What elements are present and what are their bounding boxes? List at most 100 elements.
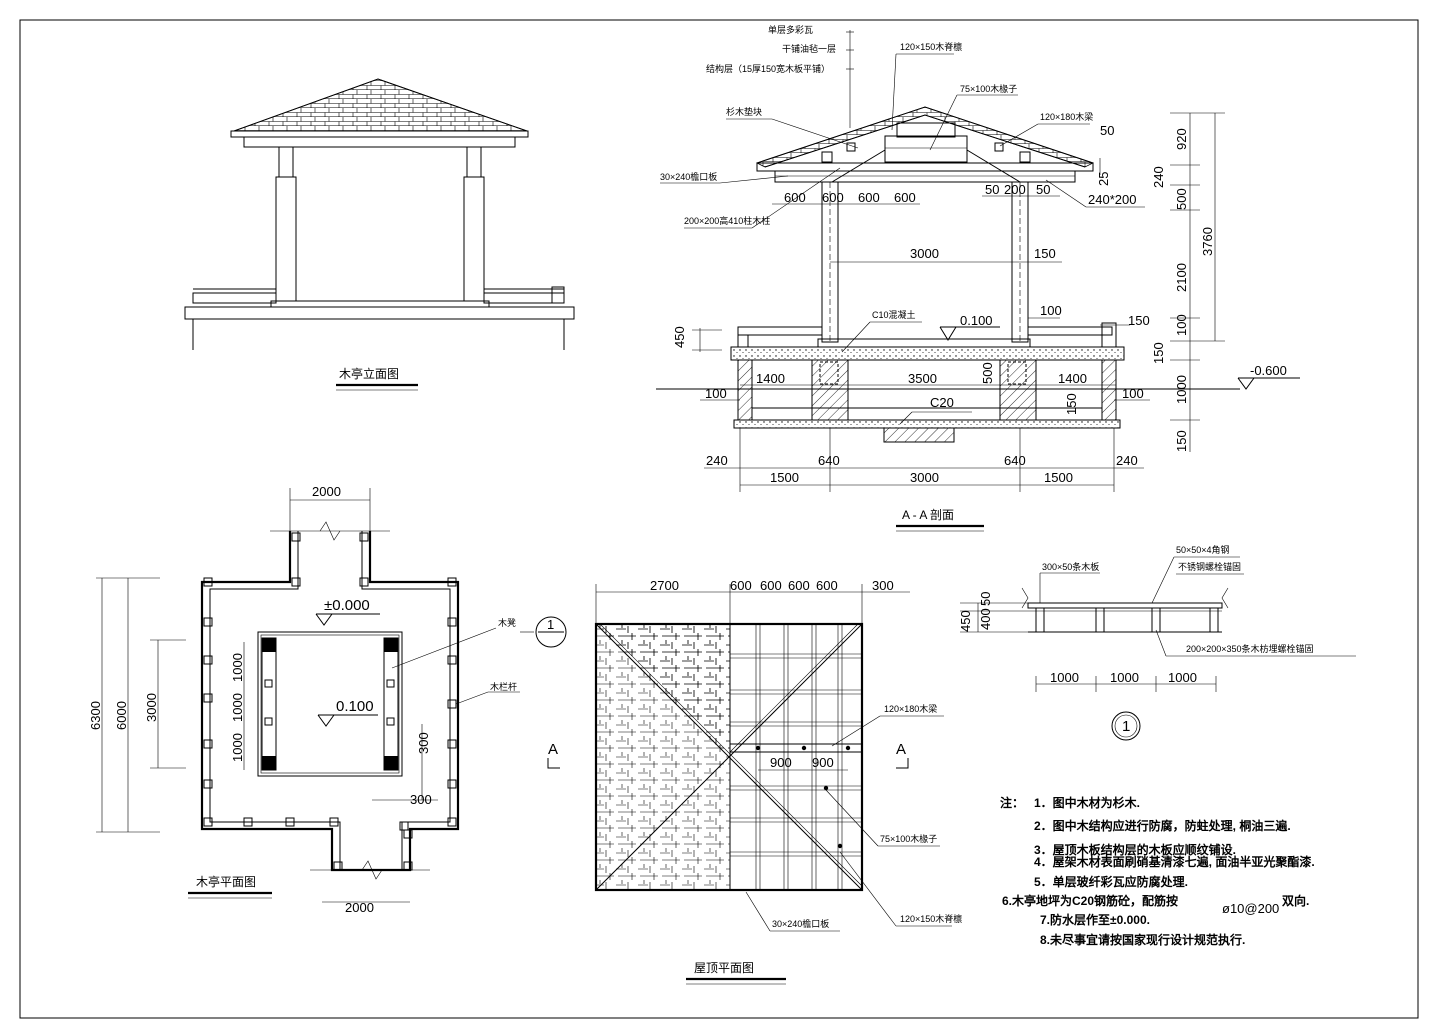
- note-6-tail: 双向.: [1282, 893, 1309, 908]
- general-notes: 注： 1．图中木材为杉木. 2．图中木结构应进行防腐，防蛀处理, 桐油三遍. 3…: [1000, 795, 1315, 947]
- roof-plan-label-beam: 120×180木梁: [884, 703, 937, 714]
- svg-text:920: 920: [1174, 128, 1189, 150]
- svg-text:50: 50: [978, 592, 993, 606]
- note-6-rebar: ø10@200: [1222, 901, 1279, 916]
- section-callout-ridge: 120×150木脊檩: [900, 41, 962, 52]
- section-dims-right: 920 240 500 2100 100 150 1000 150: [1151, 128, 1189, 452]
- svg-text:1000: 1000: [1110, 670, 1139, 685]
- svg-text:3500: 3500: [908, 371, 937, 386]
- svg-text:900: 900: [812, 755, 834, 770]
- svg-text:50: 50: [1036, 182, 1050, 197]
- svg-text:240: 240: [706, 453, 728, 468]
- elevation-post-right: [466, 146, 482, 178]
- svg-text:1: 1: [547, 617, 554, 632]
- note-2: 2．图中木结构应进行防腐，防蛀处理, 桐油三遍.: [1034, 818, 1291, 833]
- roof-plan-label-eave: 30×240檐口板: [772, 918, 829, 929]
- roof-plan-label-rafter: 75×100木椽子: [880, 833, 937, 844]
- detail-dims-left: 450 400 50: [958, 592, 993, 632]
- svg-text:300: 300: [416, 732, 431, 754]
- roof-plan-title: 屋顶平面图: [694, 961, 754, 975]
- svg-text:600: 600: [784, 190, 806, 205]
- svg-text:600: 600: [894, 190, 916, 205]
- svg-text:500: 500: [1174, 188, 1189, 210]
- svg-text:1000: 1000: [1050, 670, 1079, 685]
- plan-inner-platform: [257, 631, 403, 777]
- svg-text:1400: 1400: [756, 371, 785, 386]
- plan-view: ±0.000 0.100 2000 2000 6300 6000 3000 10…: [88, 484, 567, 915]
- section-ridge: [884, 135, 968, 163]
- note-7: 7.防水层作至±0.000.: [1040, 912, 1150, 927]
- note-8: 8.未尽事宜请按国家现行设计规范执行.: [1040, 932, 1245, 947]
- roof-plan-section-mark-left: A: [548, 741, 558, 758]
- svg-text:900: 900: [770, 755, 792, 770]
- section-dims-mid: 1400 3500 1400: [756, 371, 1087, 386]
- svg-text:1000: 1000: [1168, 670, 1197, 685]
- section-level-neg: -0.600: [1250, 363, 1287, 378]
- elevation-roof: [233, 78, 528, 132]
- section-callout-beam: 120×180木梁: [1040, 111, 1093, 122]
- section-footing-right: [999, 359, 1037, 421]
- svg-text:100: 100: [1174, 314, 1189, 336]
- svg-text:600: 600: [858, 190, 880, 205]
- svg-text:6300: 6300: [88, 701, 103, 730]
- plan-rail-posts: [203, 532, 457, 871]
- svg-text:150: 150: [1128, 313, 1150, 328]
- elevation-post-left: [278, 146, 294, 178]
- section-dim-450: 450: [672, 326, 687, 348]
- section-wall-left: [737, 359, 753, 421]
- detail-label-anchor: 200×200×350条木枋埋螺栓锚固: [1186, 643, 1314, 654]
- svg-text:1000: 1000: [230, 693, 245, 722]
- svg-text:240: 240: [1116, 453, 1138, 468]
- section-view: 单层多彩瓦 干铺油毡一层 结构层（15厚150宽木板平铺） 120×150木脊檩…: [656, 24, 1300, 532]
- roof-plan-rafters: [730, 624, 862, 890]
- plan-level-0: ±0.000: [324, 597, 370, 614]
- section-bench-left: [737, 326, 823, 336]
- section-title: A - A 剖面: [902, 508, 954, 522]
- roof-plan-frame: [594, 622, 864, 892]
- plan-callout-circle: [535, 616, 567, 648]
- svg-text:1500: 1500: [1044, 470, 1073, 485]
- note-4: 4．屋架木材表面刷硝基清漆七遍, 面油半亚光聚酯漆.: [1034, 854, 1315, 869]
- svg-text:1: 1: [1122, 718, 1130, 735]
- elevation-bench-left: [192, 292, 277, 304]
- section-callout-eave: 30×240檐口板: [660, 171, 717, 182]
- plan-dim-top: 2000: [312, 484, 341, 499]
- section-dims-top: 600 600 600 600: [784, 190, 916, 205]
- svg-text:1000: 1000: [1174, 375, 1189, 404]
- svg-text:100: 100: [705, 386, 727, 401]
- svg-text:1000: 1000: [230, 733, 245, 762]
- plan-dims-inner: 1000 1000 1000: [230, 653, 245, 762]
- svg-text:150: 150: [1064, 393, 1079, 415]
- note-5: 5．单层玻纤彩瓦应防腐处理.: [1034, 874, 1188, 889]
- section-callout-c20: C20: [930, 395, 954, 410]
- plan-dim-bottom: 2000: [345, 900, 374, 915]
- svg-text:1400: 1400: [1058, 371, 1087, 386]
- roof-plan-view: 2700 600 600 600 600 300 900 900 A A 120…: [547, 578, 962, 985]
- section-wall-right: [1101, 359, 1117, 421]
- section-eave-board: [756, 162, 1094, 172]
- svg-text:200: 200: [1004, 182, 1026, 197]
- note-6: 6.木亭地坪为C20钢筋砼，配筋按: [1002, 893, 1178, 908]
- roof-plan-dims-top: 2700 600 600 600 600 300: [650, 578, 894, 593]
- svg-text:640: 640: [818, 453, 840, 468]
- svg-text:6000: 6000: [114, 701, 129, 730]
- section-dims-bottom-1: 240 640 640 240: [706, 453, 1138, 468]
- section-beam: [774, 170, 1076, 183]
- svg-text:3000: 3000: [910, 470, 939, 485]
- svg-text:150: 150: [1151, 342, 1166, 364]
- notes-head: 注：: [1000, 795, 1024, 810]
- svg-text:3000: 3000: [144, 693, 159, 722]
- section-callout-240x200: 240*200: [1088, 192, 1136, 207]
- note-3: 3．屋顶木板结构层的木板应顺纹铺设.: [1034, 842, 1236, 857]
- svg-text:2100: 2100: [1174, 263, 1189, 292]
- detail-bench-board: [1027, 602, 1223, 609]
- svg-text:50: 50: [985, 182, 999, 197]
- elevation-title: 木亭立面图: [339, 366, 399, 381]
- svg-text:500: 500: [980, 362, 995, 384]
- section-dim-span: 3000: [910, 246, 939, 261]
- roof-plan-label-ridge: 120×150木脊檩: [900, 913, 962, 924]
- svg-text:640: 640: [1004, 453, 1026, 468]
- plan-label-bench: 木凳: [498, 617, 516, 628]
- plan-level-0100: 0.100: [336, 698, 374, 715]
- svg-text:600: 600: [730, 578, 752, 593]
